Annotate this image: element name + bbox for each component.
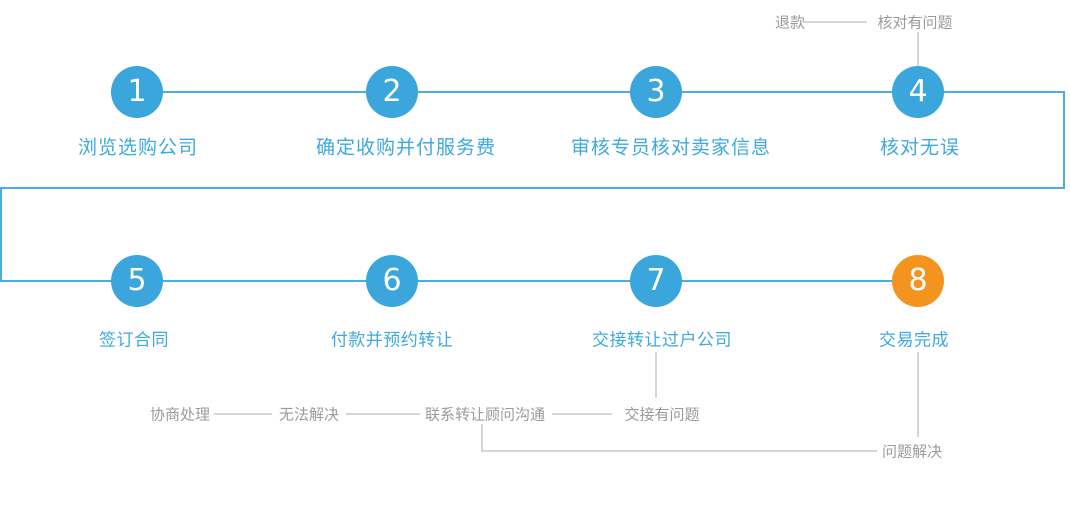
step-6-label: 付款并预约转让 xyxy=(330,330,454,351)
annotation-refund: 退款 xyxy=(774,13,806,32)
step-1-label: 浏览选购公司 xyxy=(77,136,199,159)
step-2-circle: 2 xyxy=(366,66,418,118)
step-7-label: 交接转让过户公司 xyxy=(592,330,732,351)
step-8-label: 交易完成 xyxy=(879,330,949,351)
annotation-cannot-resolve: 无法解决 xyxy=(278,405,340,424)
flow-line-main xyxy=(0,91,1065,282)
step-6-circle: 6 xyxy=(366,255,418,307)
step-8-circle: 8 xyxy=(892,255,944,307)
step-7-circle: 7 xyxy=(630,255,682,307)
step-5-label: 签订合同 xyxy=(99,330,169,351)
step-3-label: 审核专员核对卖家信息 xyxy=(570,136,772,159)
step-3-circle: 3 xyxy=(630,66,682,118)
step-2-label: 确定收购并付服务费 xyxy=(315,136,497,159)
annotation-verify-problem: 核对有问题 xyxy=(877,13,953,32)
problem-solved-return-line xyxy=(481,424,877,452)
step-4-label: 核对无误 xyxy=(879,136,961,159)
annotation-negotiate: 协商处理 xyxy=(149,405,211,424)
annotation-problem-solved: 问题解决 xyxy=(881,442,943,461)
annotation-contact-advisor: 联系转让顾问沟通 xyxy=(424,405,546,424)
step-5-circle: 5 xyxy=(111,255,163,307)
annotation-handover-problem: 交接有问题 xyxy=(624,405,700,424)
step-4-circle: 4 xyxy=(892,66,944,118)
step-1-circle: 1 xyxy=(111,66,163,118)
